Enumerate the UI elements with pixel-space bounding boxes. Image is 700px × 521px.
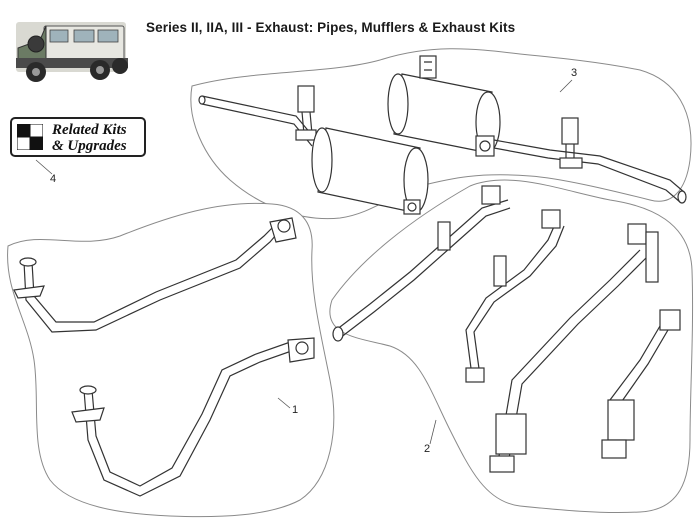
callout-leaders xyxy=(35,79,573,445)
callout-2[interactable]: 2 xyxy=(424,443,431,455)
page-title: Series II, IIA, III - Exhaust: Pipes, Mu… xyxy=(146,20,516,35)
callout-4[interactable]: 4 xyxy=(50,173,57,185)
checkered-flag-icon xyxy=(17,124,43,150)
pipe-kits xyxy=(332,185,681,473)
front-pipes xyxy=(13,217,315,497)
muffler-assembly xyxy=(198,55,687,215)
group-outline-front-pipes xyxy=(7,202,335,518)
land-rover-thumbnail xyxy=(16,22,128,82)
related-kits-line2: & Upgrades xyxy=(52,138,127,154)
callout-1[interactable]: 1 xyxy=(292,404,299,416)
related-kits-line1: Related Kits xyxy=(52,122,127,138)
related-kits-label: Related Kits & Upgrades xyxy=(52,122,127,154)
callout-3[interactable]: 3 xyxy=(571,67,578,79)
related-kits-button[interactable]: Related Kits & Upgrades xyxy=(10,117,146,157)
